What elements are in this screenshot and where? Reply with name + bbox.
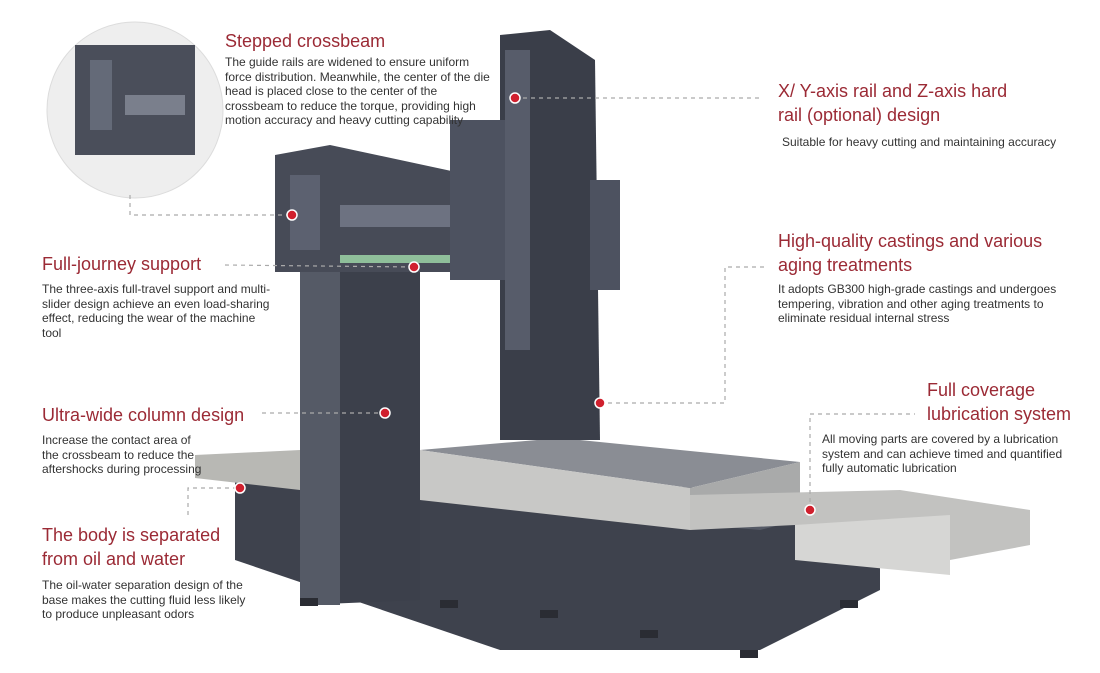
left-cover <box>195 450 300 490</box>
feature-desc-oil-water: The oil-water separation design of the b… <box>42 578 246 621</box>
feature-title-rail-design: X/ Y-axis rail and Z-axis hard rail (opt… <box>778 81 1008 125</box>
feature-title-castings: High-quality castings and various aging … <box>778 231 1043 275</box>
feature-desc-stepped-crossbeam: The guide rails are widened to ensure un… <box>225 55 490 127</box>
leader-lines <box>129 97 915 515</box>
feature-desc-rail-design: Suitable for heavy cutting and maintaini… <box>782 135 1057 149</box>
feature-title-lubrication: Full coverage lubrication system <box>927 380 1072 424</box>
feature-desc-full-journey: The three-axis full-travel support and m… <box>42 282 271 340</box>
hotspot-castings[interactable] <box>594 397 606 409</box>
feature-desc-column: Increase the contact area of the crossbe… <box>42 433 202 476</box>
hotspot-rail-design[interactable] <box>509 92 521 104</box>
feature-desc-castings: It adopts GB300 high-grade castings and … <box>778 282 1057 325</box>
feature-title-column: Ultra-wide column design <box>42 405 245 425</box>
hotspot-lubrication[interactable] <box>804 504 816 516</box>
hotspot-column[interactable] <box>379 407 391 419</box>
hotspot-oil-water[interactable] <box>234 482 246 494</box>
hotspot-full-journey[interactable] <box>408 261 420 273</box>
hotspot-stepped-crossbeam[interactable] <box>286 209 298 221</box>
work-table <box>420 438 800 488</box>
feature-title-stepped-crossbeam: Stepped crossbeam <box>225 31 386 51</box>
feature-desc-lubrication: All moving parts are covered by a lubric… <box>822 432 1063 475</box>
feature-title-oil-water: The body is separated from oil and water <box>42 525 221 569</box>
feature-title-full-journey: Full-journey support <box>42 254 202 274</box>
